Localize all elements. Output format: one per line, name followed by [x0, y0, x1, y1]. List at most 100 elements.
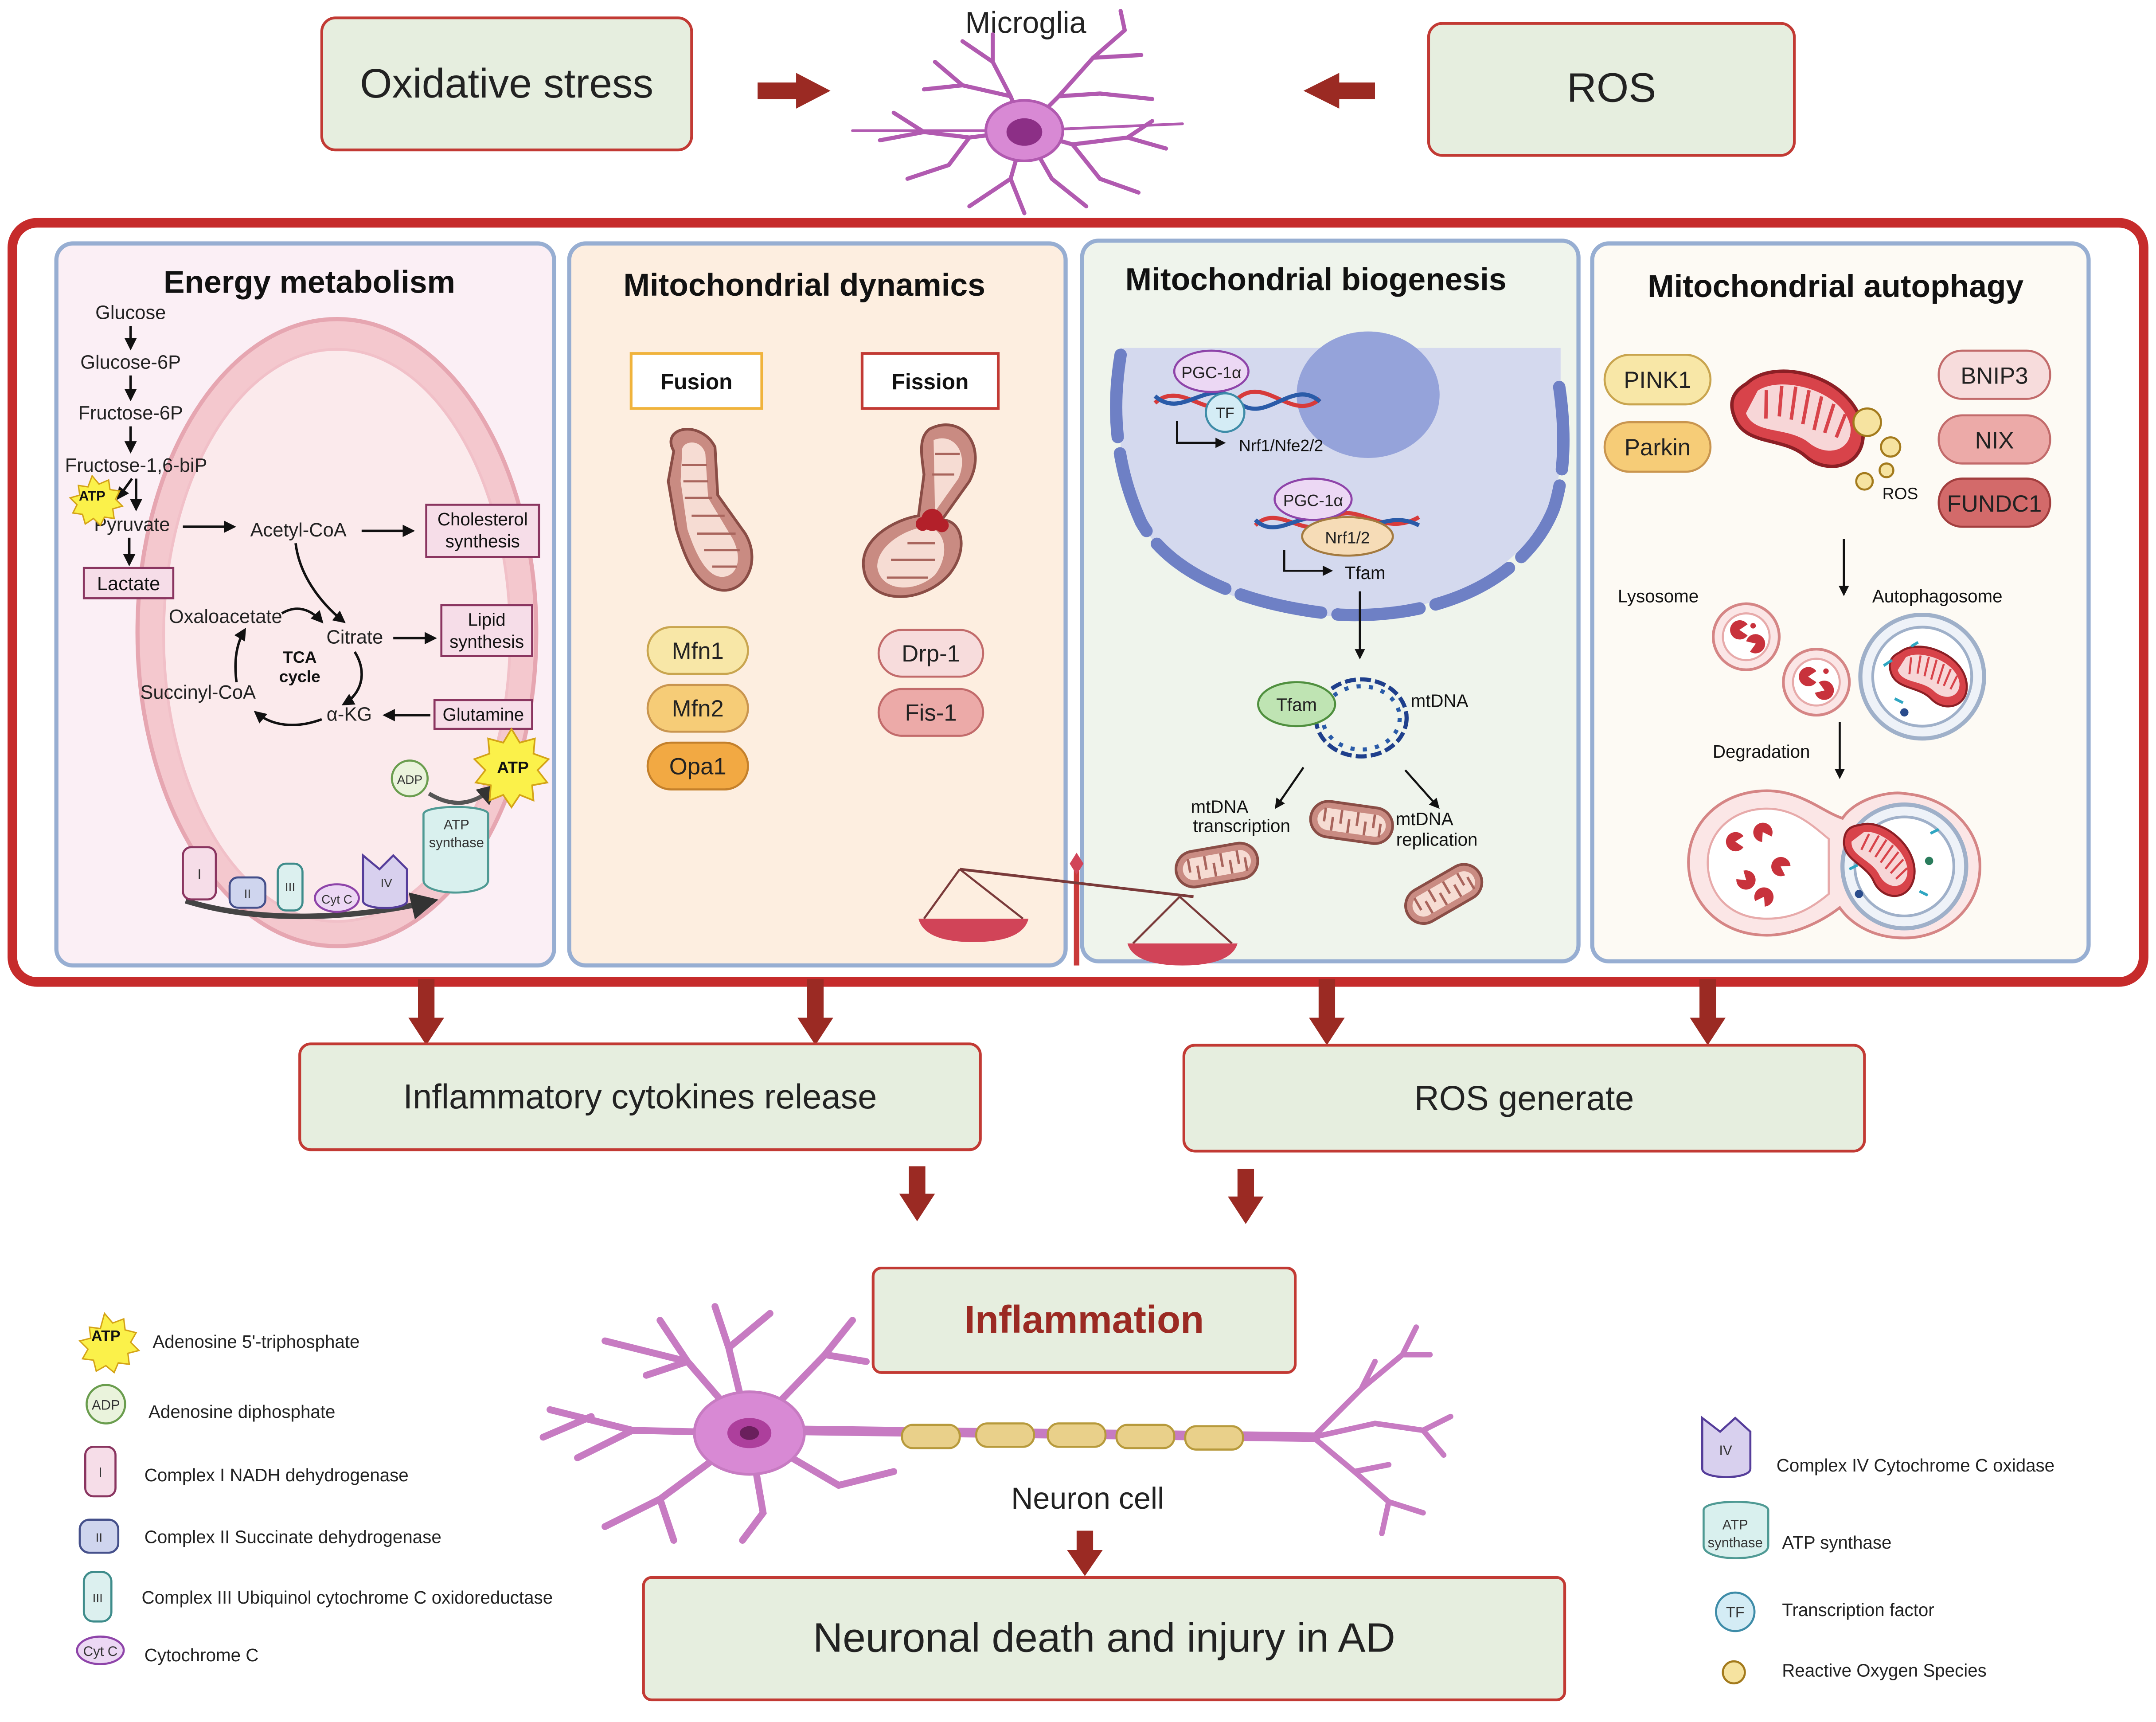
pgc1a-1-icon: PGC-1α — [1173, 349, 1250, 393]
svg-text:II: II — [244, 887, 251, 901]
panel-energy-metabolism: Energy metabolism Glucose Glucose-6P Fru… — [54, 241, 556, 968]
svg-text:Fusion: Fusion — [660, 369, 733, 394]
opa1-pill: Opa1 — [646, 741, 749, 791]
ros-label: ROS — [1567, 65, 1656, 111]
legend-complex-i-icon: I — [84, 1445, 117, 1498]
svg-text:Neuronal death and injury in A: Neuronal death and injury in AD — [813, 1615, 1395, 1661]
svg-text:Mfn1: Mfn1 — [672, 638, 724, 664]
legend-left: ATP Adenosine 5'-triphosphate ADP Adenos… — [76, 1312, 553, 1665]
tfam-icon: Tfam — [1257, 681, 1336, 728]
lysosome-1-icon — [1711, 602, 1781, 671]
tfam-label: Tfam — [1345, 563, 1386, 583]
parkin-pill: Parkin — [1603, 421, 1712, 473]
atp-burst-small-icon: ATP — [69, 474, 124, 527]
replication-label-2: replication — [1396, 830, 1478, 850]
lysosome-label: Lysosome — [1618, 586, 1699, 607]
svg-text:Inflammation: Inflammation — [965, 1298, 1204, 1341]
svg-text:Fission: Fission — [892, 369, 969, 394]
svg-text:Opa1: Opa1 — [669, 753, 726, 779]
legend-complex-iii-icon: III — [82, 1571, 113, 1623]
svg-text:Glutamine: Glutamine — [442, 704, 524, 724]
glutamine-box: Glutamine — [433, 699, 533, 730]
svg-text:Mfn2: Mfn2 — [672, 696, 724, 722]
svg-text:ATP: ATP — [1722, 1517, 1748, 1532]
legend-cytochrome-c-icon: Cyt C — [76, 1636, 125, 1665]
lysosome-2-icon — [1782, 648, 1851, 717]
oxaloacetate-label: Oxaloacetate — [169, 606, 282, 627]
arrow-ros-to-microglia — [1303, 73, 1375, 109]
svg-text:Cholesterol: Cholesterol — [437, 509, 528, 529]
ros-particles-icon — [1852, 407, 1902, 491]
inflammation-box: Inflammation — [871, 1266, 1297, 1374]
svg-text:Lactate: Lactate — [97, 573, 160, 595]
citrate-label: Citrate — [326, 627, 383, 648]
svg-text:III: III — [93, 1591, 103, 1605]
svg-text:NIX: NIX — [1975, 427, 2014, 454]
legend-complex-ii-label: Complex II Succinate dehydrogenase — [145, 1526, 441, 1547]
legend-ros-icon — [1722, 1660, 1746, 1685]
down-arrows-row-2 — [899, 1166, 1264, 1224]
complex-ii-icon: II — [228, 876, 267, 909]
fission-box: Fission — [860, 352, 1000, 410]
lipid-synthesis-box: Lipid synthesis — [440, 604, 533, 657]
autophagosome-icon — [1858, 612, 1986, 741]
legend-complex-ii-icon: II — [78, 1518, 120, 1554]
fundc1-pill: FUNDC1 — [1937, 477, 2051, 528]
svg-text:PGC-1α: PGC-1α — [1181, 363, 1241, 382]
cytochrome-c-icon: Cyt C — [314, 883, 360, 913]
svg-text:II: II — [96, 1530, 103, 1544]
mfn2-pill: Mfn2 — [646, 684, 749, 733]
autophagosome-label: Autophagosome — [1872, 586, 2003, 607]
oxidative-stress-label: Oxidative stress — [360, 60, 653, 106]
electron-flow-arrow — [184, 892, 439, 920]
svg-text:PGC-1α: PGC-1α — [1283, 491, 1343, 510]
arrow-to-neuronal-death — [1067, 1530, 1103, 1576]
svg-text:ATP: ATP — [91, 1327, 121, 1344]
svg-text:Tfam: Tfam — [1276, 695, 1317, 715]
adp-icon: ADP — [391, 759, 429, 798]
arrow-oxidative-to-microglia — [758, 73, 831, 109]
svg-text:I: I — [98, 1465, 102, 1480]
cholesterol-synthesis-box: Cholesterol synthesis — [425, 504, 540, 558]
atp-synthase-icon: ATP synthase — [422, 806, 489, 894]
drp1-pill: Drp-1 — [877, 629, 984, 678]
transcription-label-2: transcription — [1193, 816, 1290, 836]
balance-scale-icon — [918, 853, 1238, 966]
legend-atp-icon: ATP — [78, 1312, 141, 1374]
microglia-nucleus — [1006, 118, 1043, 146]
panel-title-biogenesis: Mitochondrial biogenesis — [1125, 262, 1507, 297]
fructose6p-label: Fructose-6P — [78, 403, 183, 424]
down-arrows-row-1 — [408, 979, 1726, 1045]
svg-text:III: III — [285, 880, 295, 894]
transcription-label-1: mtDNA — [1191, 796, 1249, 817]
svg-text:TF: TF — [1726, 1604, 1745, 1621]
legend-cytochrome-c-label: Cytochrome C — [145, 1645, 259, 1665]
svg-text:synthase: synthase — [1708, 1535, 1763, 1550]
complex-iii-icon: III — [277, 862, 304, 912]
svg-text:ADP: ADP — [92, 1397, 120, 1413]
svg-text:synthesis: synthesis — [449, 631, 524, 652]
svg-text:I: I — [197, 866, 201, 882]
neuron-cell-label: Neuron cell — [1011, 1482, 1164, 1515]
succinylcoa-label: Succinyl-CoA — [140, 682, 256, 703]
neuron-cell-icon — [539, 1303, 1453, 1544]
svg-text:Parkin: Parkin — [1625, 434, 1691, 461]
legend-adp-label: Adenosine diphosphate — [148, 1401, 335, 1422]
panel-title-energy: Energy metabolism — [164, 265, 455, 300]
svg-text:Lipid: Lipid — [468, 609, 506, 630]
svg-text:FUNDC1: FUNDC1 — [1947, 491, 2042, 517]
svg-text:PINK1: PINK1 — [1624, 367, 1691, 393]
panel-title-dynamics: Mitochondrial dynamics — [623, 267, 985, 303]
ros-box: ROS — [1427, 22, 1796, 157]
legend-atp-synthase-icon: ATP synthase — [1703, 1501, 1769, 1559]
akg-label: α-KG — [327, 704, 372, 725]
panel-mitochondrial-autophagy: Mitochondrial autophagy PINK1 Parkin BNI… — [1590, 241, 2091, 963]
complex-iv-icon: IV — [362, 853, 408, 909]
svg-text:TF: TF — [1216, 405, 1234, 422]
fructose16bip-label: Fructose-1,6-biP — [65, 455, 207, 476]
svg-text:IV: IV — [1719, 1443, 1732, 1458]
svg-text:synthesis: synthesis — [445, 531, 520, 552]
svg-text:Nrf1/2: Nrf1/2 — [1325, 528, 1370, 547]
svg-text:Cyt C: Cyt C — [321, 892, 352, 906]
legend-adp-icon: ADP — [86, 1384, 126, 1425]
